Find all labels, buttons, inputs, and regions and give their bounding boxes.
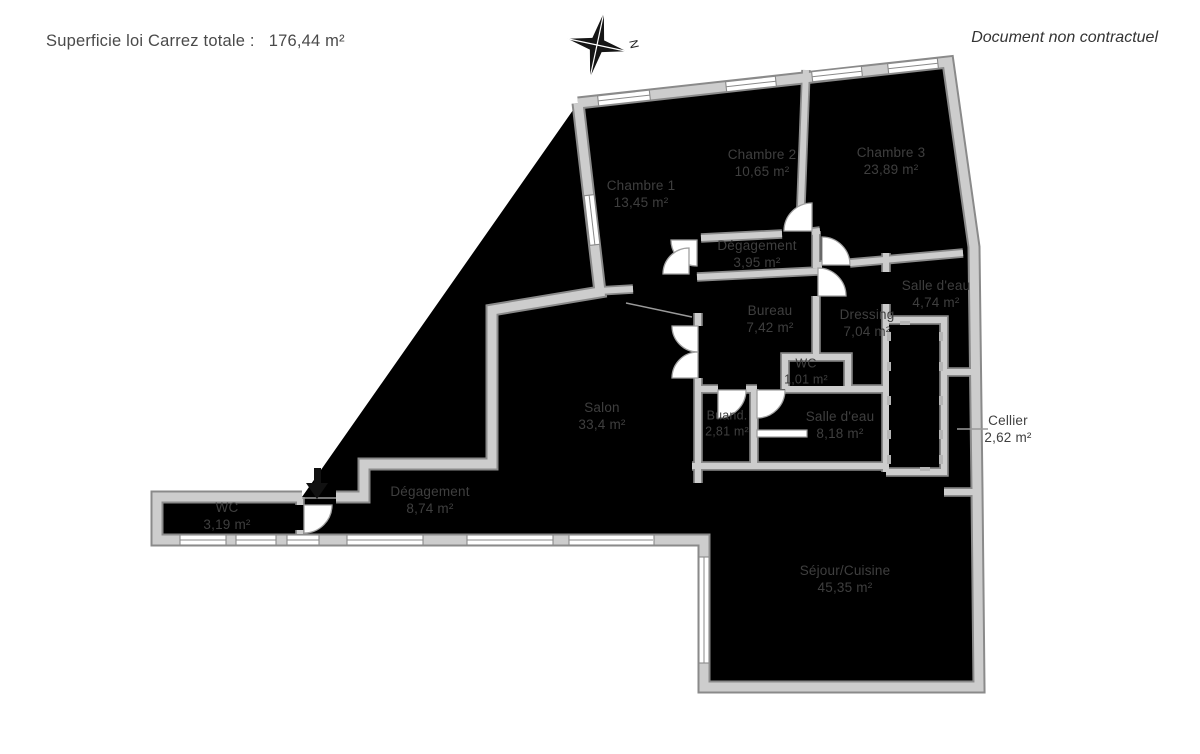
total-area-header: Superficie loi Carrez totale : 176,44 m² <box>46 32 345 51</box>
entry-arrow-icon <box>306 468 328 499</box>
vanity-fixture <box>756 429 808 438</box>
door-salle-eau <box>756 389 786 419</box>
compass-icon: N <box>567 12 642 78</box>
door-chambre-1 <box>662 247 690 275</box>
door-buanderie <box>717 389 747 419</box>
door-dressing <box>817 267 847 297</box>
windows <box>179 57 940 664</box>
thin-lines <box>302 302 988 499</box>
walls <box>152 57 984 692</box>
door-salon-lower <box>671 351 699 379</box>
total-area-label: Superficie loi Carrez totale : <box>46 32 255 50</box>
door-wc-entree <box>303 504 333 534</box>
disclaimer-text: Document non contractuel <box>971 29 1158 46</box>
door-chambre-2 <box>783 202 813 232</box>
shaft-ticks <box>887 321 943 471</box>
salon-boundary-line <box>625 302 693 318</box>
total-area-value: 176,44 m² <box>268 32 345 50</box>
compass-north-label: N <box>626 38 641 49</box>
doors <box>303 202 851 534</box>
walls-outline <box>150 54 986 694</box>
door-chambre-3 <box>821 236 851 266</box>
